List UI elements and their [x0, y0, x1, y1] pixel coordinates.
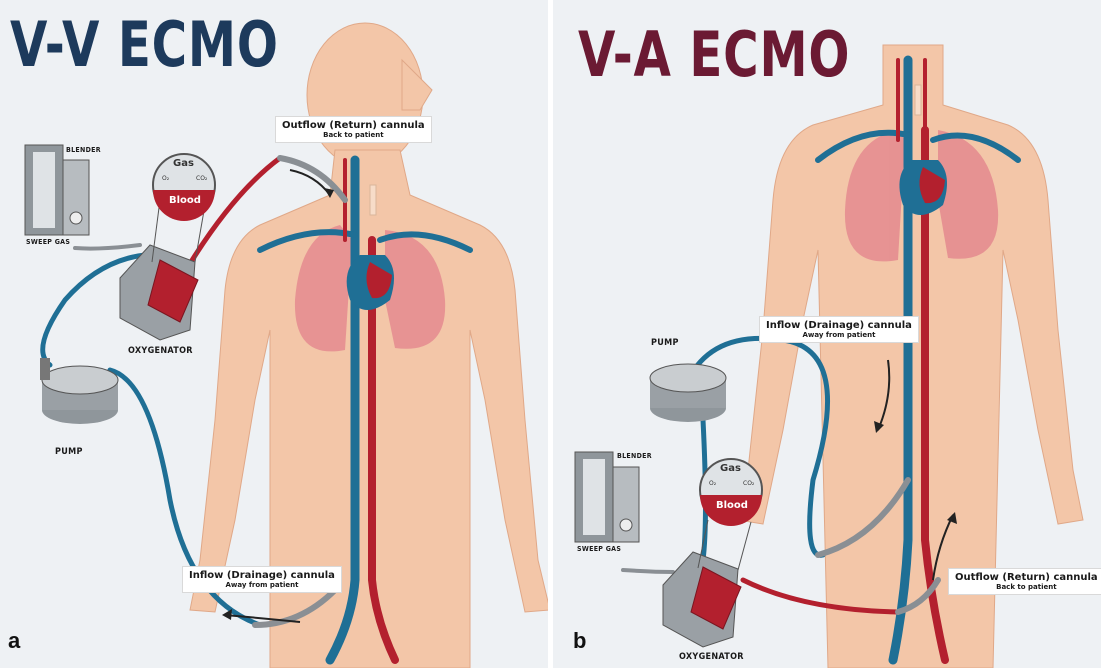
o2-label-b: O₂: [709, 480, 716, 487]
oxygenator-label-b: Oxygenator: [679, 652, 744, 662]
pump-label-b: Pump: [651, 338, 679, 348]
gas-blood-magnifier-b: [698, 459, 762, 570]
oxygenator-device-b: [663, 552, 741, 647]
oxygenator-label-a: Oxygenator: [128, 346, 193, 356]
panel-va-ecmo: V-A ECMO Inflow (Drainage) cannula Away …: [553, 0, 1101, 668]
outflow-return-cannula-label-a: Outflow (Return) cannula Back to patient: [275, 116, 432, 143]
pump-label-a: Pump: [55, 447, 83, 457]
panel-vv-ecmo: V-V ECMO Outflow (Return) cannula Back t…: [0, 0, 548, 668]
va-ecmo-title: V-A ECMO: [578, 24, 850, 86]
blender-device-b: [575, 452, 639, 542]
sweep-gas-label-a: Sweep Gas: [26, 238, 70, 246]
pump-device-a: [40, 358, 118, 424]
heart-a: [347, 255, 394, 310]
inflow-label-main-b: Inflow (Drainage) cannula: [766, 320, 912, 331]
outflow-arrow-a: [290, 170, 330, 195]
blender-label-a: Blender: [66, 146, 101, 154]
blender-device-a: [25, 145, 89, 235]
blood-label-a: Blood: [169, 195, 201, 206]
o2-label-a: O₂: [162, 175, 169, 182]
pump-device-b: [650, 364, 726, 422]
blender-label-b: Blender: [617, 452, 652, 460]
inflow-label-sub-b: Away from patient: [766, 331, 912, 339]
gas-label-b: Gas: [720, 463, 741, 474]
inflow-drainage-cannula-label-b: Inflow (Drainage) cannula Away from pati…: [759, 316, 919, 343]
gas-label-a: Gas: [173, 158, 194, 169]
co2-label-b: CO₂: [743, 480, 754, 487]
inflow-drainage-cannula-label-a: Inflow (Drainage) cannula Away from pati…: [182, 566, 342, 593]
panel-letter-a: a: [8, 628, 20, 654]
heart-b: [899, 160, 947, 215]
inflow-label-sub-a: Away from patient: [189, 581, 335, 589]
outflow-label-sub-b: Back to patient: [955, 583, 1098, 591]
outflow-label-main-a: Outflow (Return) cannula: [282, 120, 425, 131]
vv-ecmo-title: V-V ECMO: [10, 14, 279, 76]
outflow-return-cannula-label-b: Outflow (Return) cannula Back to patient: [948, 568, 1101, 595]
inflow-label-main-a: Inflow (Drainage) cannula: [189, 570, 335, 581]
blood-label-b: Blood: [716, 500, 748, 511]
outflow-label-main-b: Outflow (Return) cannula: [955, 572, 1098, 583]
outflow-label-sub-a: Back to patient: [282, 131, 425, 139]
sweep-gas-label-b: Sweep Gas: [577, 545, 621, 553]
co2-label-a: CO₂: [196, 175, 207, 182]
gas-blood-magnifier-a: [152, 154, 215, 262]
panel-letter-b: b: [573, 628, 586, 654]
